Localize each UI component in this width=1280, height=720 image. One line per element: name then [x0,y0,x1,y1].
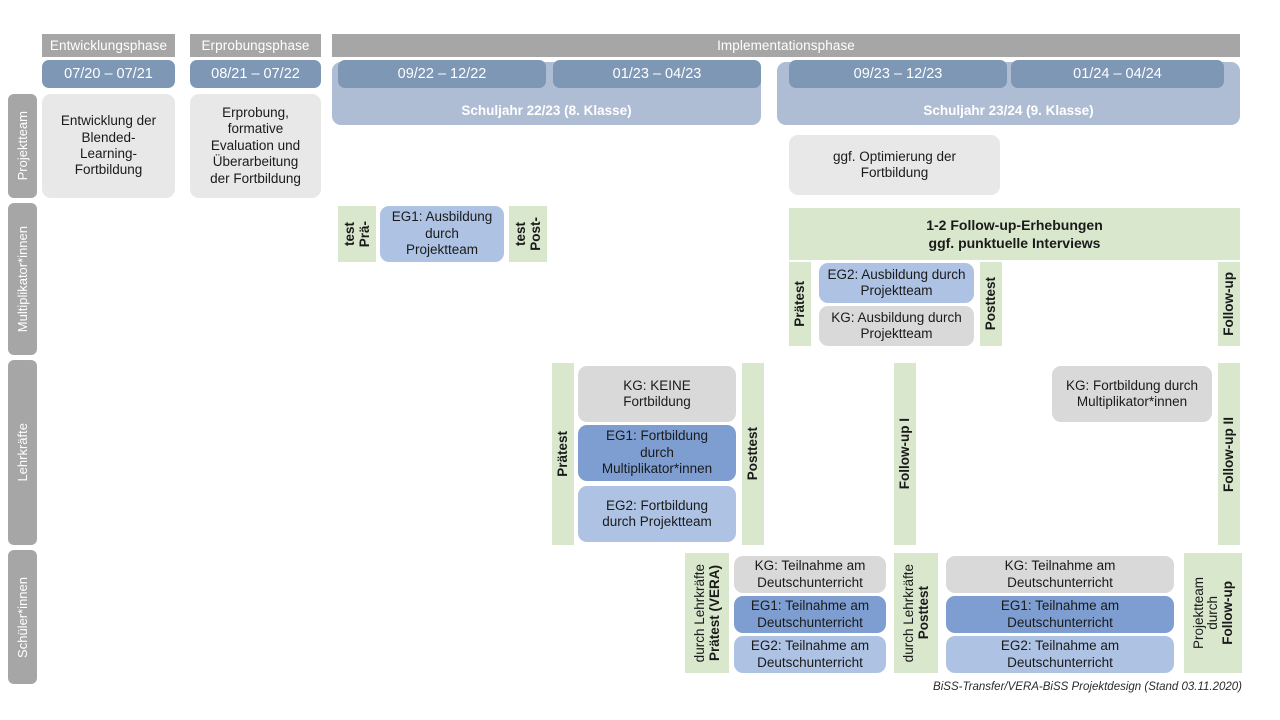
praetest-vertical-text: Prätest [792,281,808,327]
row-label-lehrkraefte: Lehrkräfte [8,360,37,545]
period-pill-0923-1223: 09/23 – 12/23 [789,60,1007,88]
period-label: 01/23 – 04/23 [612,66,702,82]
period-label: 08/21 – 07/22 [211,66,300,82]
schuljahr-label: Schuljahr 23/24 (9. Klasse) [923,103,1094,118]
phase-label: Erprobungsphase [201,38,310,53]
posttest-vertical-text: Post- test [513,217,543,251]
period-pill-0821-0722: 08/21 – 07/22 [190,60,321,88]
projektteam-optimierung-box: ggf. Optimierung der Fortbildung [789,135,1000,195]
multiplikatoren-posttest-column-2: Posttest [980,262,1002,346]
followup-vertical-text: Follow-up durch Projektteam [1190,576,1235,650]
schueler-kg-teilnahme-box-a: KG: Teilnahme am Deutschunterricht [734,556,886,593]
phase-label: Entwicklungsphase [49,38,168,53]
row-label-text: Schüler*innen [15,576,30,658]
lehrkraefte-kg-fortbildung-box: KG: Fortbildung durch Multiplikator*inne… [1052,366,1212,422]
schueler-eg2-teilnahme-box-b: EG2: Teilnahme am Deutschunterricht [946,636,1174,673]
posttest-vertical-text: Posttest [745,427,761,481]
posttest-vertical-text: Posttest [983,277,999,331]
posttest-vertical-text: Posttest durch Lehrkräfte [901,563,931,663]
lehrkraefte-followup-1-column: Follow-up I [894,363,916,545]
lehrkraefte-posttest-column: Posttest [742,363,764,545]
lehrkraefte-praetest-column: Prätest [552,363,574,545]
footer-source-note: BiSS-Transfer/VERA-BiSS Projektdesign (S… [933,681,1242,693]
multiplikatoren-eg2-ausbildung-box: EG2: Ausbildung durch Projektteam [819,263,974,303]
row-label-multiplikatorinnen: Multiplikator*innen [8,203,37,355]
row-label-text: Multiplikator*innen [15,225,30,333]
schueler-eg1-teilnahme-box-b: EG1: Teilnahme am Deutschunterricht [946,596,1174,633]
followup-vertical-text: Follow-up [1221,272,1237,336]
lehrkraefte-eg1-fortbildung-box: EG1: Fortbildung durch Multiplikator*inn… [578,425,736,481]
lehrkraefte-eg2-fortbildung-box: EG2: Fortbildung durch Projektteam [578,486,736,542]
schueler-eg2-teilnahme-box-a: EG2: Teilnahme am Deutschunterricht [734,636,886,673]
row-label-text: Lehrkräfte [15,423,30,482]
phase-header-erprobungsphase: Erprobungsphase [190,34,321,57]
period-pill-0922-1222: 09/22 – 12/22 [338,60,546,88]
followup-2-vertical-text: Follow-up II [1221,416,1237,492]
schueler-kg-teilnahme-box-b: KG: Teilnahme am Deutschunterricht [946,556,1174,593]
praetest-vertical-text: Prä- test [342,220,372,248]
lehrkraefte-kg-keine-box: KG: KEINE Fortbildung [578,366,736,422]
row-label-projektteam: Projektteam [8,94,37,198]
lehrkraefte-followup-2-column: Follow-up II [1218,363,1240,545]
schuljahr-label: Schuljahr 22/23 (8. Klasse) [461,103,632,118]
period-label: 09/22 – 12/22 [397,66,487,82]
period-pill-0720-0721: 07/20 – 07/21 [42,60,175,88]
followup-1-vertical-text: Follow-up I [897,418,913,490]
multiplikatoren-eg1-ausbildung-box: EG1: Ausbildung durch Projektteam [380,206,504,262]
phase-header-implementationsphase: Implementationsphase [332,34,1240,57]
schueler-praetest-column: Prätest (VERA) durch Lehrkräfte [685,553,729,673]
multiplikatoren-followup-band: 1-2 Follow-up-Erhebungen ggf. punktuelle… [789,208,1240,260]
multiplikatoren-followup-column: Follow-up [1218,262,1240,346]
period-pill-0123-0423: 01/23 – 04/23 [553,60,761,88]
praetest-vertical-text: Prätest [555,431,571,477]
row-label-schuelerinnen: Schüler*innen [8,550,37,684]
phase-header-entwicklungsphase: Entwicklungsphase [42,34,175,57]
multiplikatoren-kg-ausbildung-box: KG: Ausbildung durch Projektteam [819,306,974,346]
schueler-followup-column: Follow-up durch Projektteam [1184,553,1242,673]
phase-label: Implementationsphase [717,38,855,53]
schueler-eg1-teilnahme-box-a: EG1: Teilnahme am Deutschunterricht [734,596,886,633]
multiplikatoren-praetest-column: Prä- test [338,206,376,262]
period-label: 07/20 – 07/21 [64,66,153,82]
multiplikatoren-praetest-column-2: Prätest [789,262,811,346]
period-pill-0124-0424: 01/24 – 04/24 [1011,60,1224,88]
row-label-text: Projektteam [15,111,30,181]
multiplikatoren-posttest-column: Post- test [509,206,547,262]
schueler-posttest-column: Posttest durch Lehrkräfte [894,553,938,673]
praetest-vera-vertical-text: Prätest (VERA) durch Lehrkräfte [692,563,722,663]
projektteam-erprobung-box: Erprobung, formative Evaluation und Über… [190,94,321,198]
period-label: 01/24 – 04/24 [1073,66,1162,82]
period-label: 09/23 – 12/23 [853,66,943,82]
projektteam-entwicklung-box: Entwicklung der Blended- Learning- Fortb… [42,94,175,198]
